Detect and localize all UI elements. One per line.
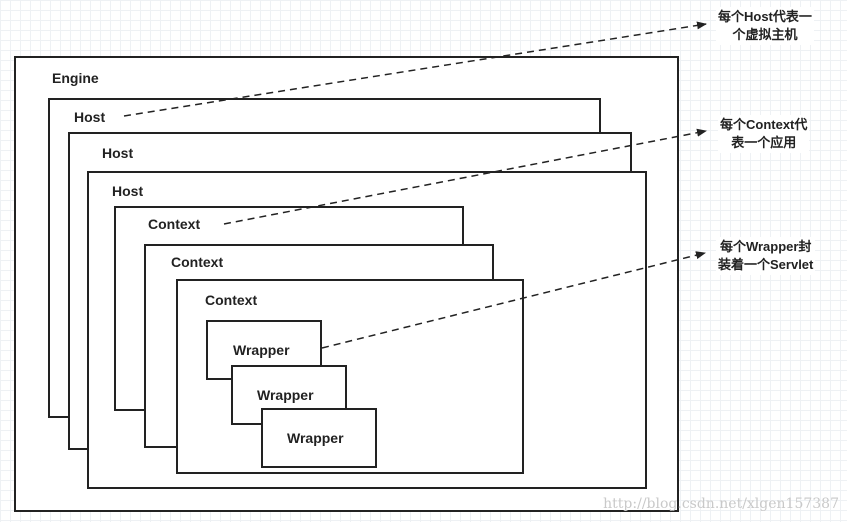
wrapper-note-line: 每个Wrapper封 <box>719 239 812 254</box>
context-note: 每个Context代 表一个应用 <box>718 115 810 153</box>
wrapper-box <box>261 408 377 468</box>
wrapper-label: Wrapper <box>233 342 290 358</box>
host-label: Host <box>102 145 134 161</box>
context-label: Context <box>171 254 224 270</box>
wrapper-note: 每个Wrapper封 装着一个Servlet <box>716 237 816 275</box>
host-label: Host <box>112 183 144 199</box>
host-note-line: 个虚拟主机 <box>732 27 798 42</box>
wrapper-label: Wrapper <box>257 387 314 403</box>
context-note-line: 每个Context代 <box>720 117 808 132</box>
context-label: Context <box>148 216 201 232</box>
wrapper-note-line: 装着一个Servlet <box>718 257 814 272</box>
host-label: Host <box>74 109 106 125</box>
watermark: http://blog.csdn.net/xlgen157387 <box>603 496 839 512</box>
wrapper-label: Wrapper <box>287 430 344 446</box>
host-note: 每个Host代表一 个虚拟主机 <box>716 7 814 45</box>
engine-label: Engine <box>52 70 99 86</box>
host-note-line: 每个Host代表一 <box>718 9 812 24</box>
context-label: Context <box>205 292 258 308</box>
context-note-line: 表一个应用 <box>731 135 797 150</box>
